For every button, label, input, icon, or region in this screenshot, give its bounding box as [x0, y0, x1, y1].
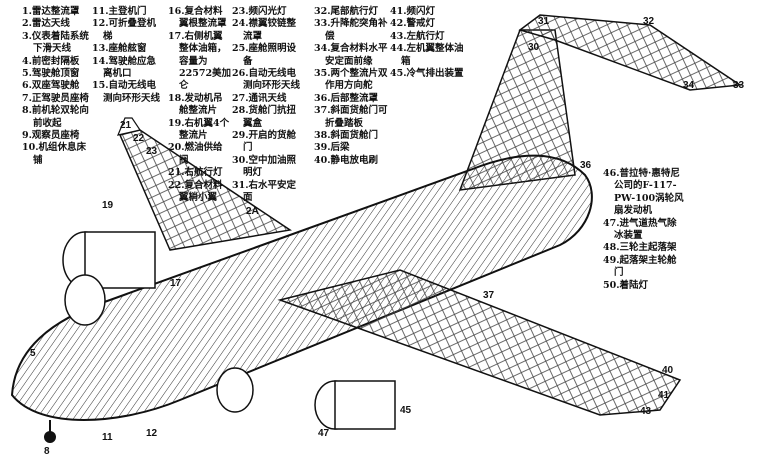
legend-col-6: 41.频闪灯 42.警戒灯 43.左航行灯 44.左机翼整体油箱 45.冷气排出… — [390, 6, 466, 80]
callout-number: 22 — [133, 133, 145, 144]
callout-number: 47 — [318, 428, 330, 439]
legend-item: 46.普拉特·惠特尼公司的F-117-PW-100涡轮风扇发动机 — [603, 168, 684, 217]
callout-number: 41 — [658, 390, 670, 401]
legend-item: 28.货舱门抗扭翼盒 — [232, 105, 297, 129]
legend-item: 47.进气道热气除冰装置 — [603, 217, 677, 242]
callout-number: 33 — [733, 80, 745, 91]
callout-number: 30 — [528, 42, 540, 53]
legend-item: 16.复合材料翼根整流罩 — [168, 6, 227, 30]
legend-item: 21.右航行灯 — [168, 167, 223, 179]
legend-item: 24.襟翼铰链整流罩 — [232, 18, 297, 42]
legend-item: 29.开启的货舱门 — [232, 130, 297, 154]
callout-number: 45 — [400, 405, 412, 416]
legend-item: 10.机组休息床铺 — [22, 142, 87, 166]
legend-item: 5.驾驶舱顶窗 — [22, 68, 80, 80]
legend-item: 23.频闪光灯 — [232, 6, 287, 17]
legend-item: 34.复合材料水平安定面前缘 — [314, 43, 388, 67]
legend-item: 13.座舱舷窗 — [92, 43, 147, 55]
horizontal-stabilizer — [518, 14, 743, 91]
legend-col-3: 16.复合材料翼根整流罩 17.右侧机翼整体油箱，容量为22572美加仑 18.… — [168, 6, 232, 205]
legend-item: 32.尾部航行灯 — [314, 6, 379, 17]
legend-item: 9.观察员座椅 — [22, 130, 80, 142]
engines — [62, 231, 396, 430]
legend-item: 45.冷气排出装置 — [390, 68, 464, 80]
legend-item: 6.双座驾驶舱 — [22, 80, 80, 92]
right-winglet — [117, 117, 141, 136]
legend-item: 3.仪表着陆系统下滑天线 — [22, 30, 89, 55]
legend-item: 2.雷达天线 — [22, 18, 70, 30]
legend-item: 19.右机翼4个整流片 — [168, 117, 230, 142]
legend-item: 8.前机轮双轮向前收起 — [22, 105, 89, 129]
legend-item: 49.起落架主轮舱门 — [603, 254, 677, 279]
legend-col-4: 23.频闪光灯 24.襟翼铰链整流罩 25.座舱照明设备 26.自动无线电测向环… — [232, 6, 304, 205]
callout-number: 31 — [538, 16, 550, 27]
callout-number: 23 — [146, 146, 158, 157]
legend-col-7: 46.普拉特·惠特尼公司的F-117-PW-100涡轮风扇发动机 47.进气道热… — [603, 168, 685, 293]
legend-item: 7.正驾驶员座椅 — [22, 92, 89, 104]
legend-item: 15.自动无线电测向环形天线 — [92, 80, 161, 104]
callout-number: 34 — [683, 80, 695, 91]
legend-item: 18.发动机吊舱整流片 — [168, 92, 223, 117]
legend-item: 40.静电放电刷 — [314, 154, 379, 166]
legend-item: 35.两个整流片双作用方向舵 — [314, 68, 388, 92]
callout-number: 2A — [246, 206, 259, 217]
legend-item: 37.斜面货舱门可折叠踏板 — [314, 105, 388, 129]
legend-item: 31.右水平安定面 — [232, 179, 297, 204]
legend-item: 42.警戒灯 — [390, 18, 436, 30]
callout-number: 11 — [102, 432, 113, 443]
legend-col-5: 32.尾部航行灯 33.升降舵突角补偿 34.复合材料水平安定面前缘 35.两个… — [314, 6, 388, 167]
legend-col-2: 11.主登机门 12.可折叠登机梯 13.座舱舷窗 14.驾驶舱应急离机口 15… — [92, 6, 164, 105]
callout-number: 5 — [30, 348, 36, 359]
callout-number: 17 — [170, 278, 182, 289]
legend-item: 12.可折叠登机梯 — [92, 18, 157, 42]
legend-col-1: 1.雷达整流罩 2.雷达天线 3.仪表着陆系统下滑天线 4.前密封隔板 5.驾驶… — [22, 6, 92, 167]
legend-item: 41.频闪灯 — [390, 6, 436, 17]
legend-item: 4.前密封隔板 — [22, 55, 80, 67]
legend-item: 25.座舱照明设备 — [232, 43, 297, 67]
legend-item: 17.右侧机翼整体油箱，容量为22572美加仑 — [168, 30, 232, 92]
legend-item: 38.斜面货舱门 — [314, 130, 379, 142]
legend-item: 26.自动无线电测向环形天线 — [232, 68, 301, 92]
legend-item: 27.通讯天线 — [232, 92, 287, 104]
legend-item: 33.升降舵突角补偿 — [314, 18, 388, 42]
nose-gear — [44, 420, 56, 443]
callout-number: 37 — [483, 290, 495, 301]
legend-item: 20.燃油供给阀 — [168, 142, 223, 166]
callout-number: 12 — [146, 428, 158, 439]
callout-number: 40 — [662, 365, 674, 376]
callout-number: 19 — [102, 200, 114, 211]
legend-item: 1.雷达整流罩 — [22, 6, 80, 17]
legend-item: 22.复合材料翼梢小翼 — [168, 179, 223, 204]
fuselage — [10, 154, 593, 421]
legend-item: 39.后梁 — [314, 142, 350, 154]
legend-item: 44.左机翼整体油箱 — [390, 43, 464, 67]
legend-item: 36.后部整流罩 — [314, 92, 379, 104]
legend-item: 48.三轮主起落架 — [603, 242, 677, 254]
legend-item: 14.驾驶舱应急离机口 — [92, 55, 157, 80]
legend-item: 30.空中加油照明灯 — [232, 154, 297, 179]
callout-number: 32 — [643, 16, 655, 27]
legend-item: 50.着陆灯 — [603, 279, 649, 291]
callout-number: 21 — [120, 120, 132, 131]
callout-number: 36 — [580, 160, 592, 171]
left-wing — [277, 269, 682, 416]
legend-item: 11.主登机门 — [92, 6, 147, 17]
callout-number: 43 — [640, 406, 652, 417]
callout-number: 8 — [44, 446, 50, 457]
legend-item: 43.左航行灯 — [390, 30, 445, 42]
